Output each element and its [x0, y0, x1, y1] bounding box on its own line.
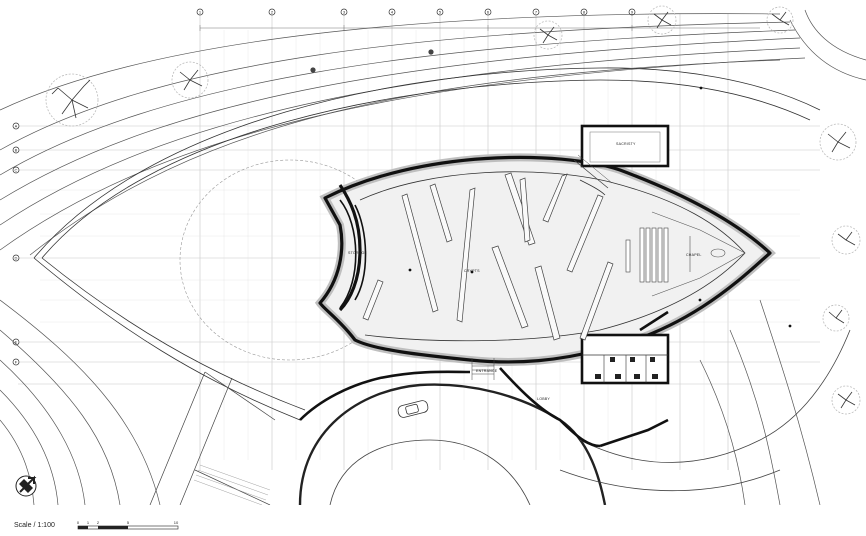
room-label-entrance: ENTRANCE — [476, 369, 498, 373]
tree-icon — [819, 123, 857, 161]
svg-text:C: C — [15, 167, 18, 172]
driveway-inner — [329, 329, 851, 505]
site-contours — [0, 9, 866, 505]
tree-icon — [45, 73, 99, 127]
scale-label: Scale / 1:100 — [14, 522, 55, 529]
scale-ruler: 0 1 2 5 10 — [77, 520, 179, 530]
tree-icon — [766, 6, 794, 34]
north-arrow-icon — [15, 475, 37, 497]
site-markers — [310, 49, 434, 73]
svg-text:A: A — [15, 123, 18, 128]
svg-text:D: D — [15, 255, 18, 260]
svg-text:5: 5 — [439, 9, 442, 14]
building-halo — [314, 153, 776, 366]
grid-row-labels: A B C D E F — [15, 123, 18, 364]
lobby-wall — [499, 310, 669, 448]
grid-row-markers — [12, 122, 20, 366]
tree-icon — [533, 20, 563, 50]
svg-text:3: 3 — [343, 9, 346, 14]
svg-text:F: F — [15, 359, 18, 364]
tree-icon — [822, 304, 850, 332]
svg-text:8: 8 — [583, 9, 586, 14]
level-markers — [408, 86, 792, 328]
scale-tick: 2 — [97, 520, 100, 525]
crypt-niches — [362, 172, 614, 341]
chapel-pews — [625, 227, 669, 283]
room-label-storage: STORAGE — [348, 251, 367, 255]
walkway — [149, 371, 276, 505]
tree-icon — [647, 5, 677, 35]
svg-text:7: 7 — [535, 9, 538, 14]
west-wall — [299, 370, 471, 421]
svg-text:B: B — [15, 147, 18, 152]
sacristy-annex — [580, 124, 670, 168]
svg-text:9: 9 — [631, 9, 634, 14]
room-labels: STORAGE CRYPTS CHAPEL SACRISTY ENTRANCE … — [348, 142, 702, 401]
scale-ticks: 0 1 2 5 10 — [77, 520, 179, 525]
scale-tick: 5 — [127, 520, 130, 525]
scale-tick: 1 — [87, 520, 90, 525]
svg-text:E: E — [15, 339, 18, 344]
svg-text:4: 4 — [391, 9, 394, 14]
svg-text:1: 1 — [199, 9, 202, 14]
room-label-sacristy: SACRISTY — [616, 142, 636, 146]
driveway — [298, 383, 607, 505]
toilets-block — [580, 333, 670, 385]
altar — [651, 211, 746, 297]
tree-icon — [171, 61, 209, 99]
paving-hatch — [193, 464, 271, 505]
svg-text:6: 6 — [487, 9, 490, 14]
sacristy-annex-inner — [589, 131, 661, 163]
scale-tick: 0 — [77, 520, 80, 525]
room-label-lobby: LOBBY — [537, 397, 550, 401]
grid-column-labels: 1 2 3 4 5 6 7 8 9 — [199, 9, 634, 14]
scale-tick: 10 — [174, 520, 179, 525]
tree-icon — [831, 225, 861, 255]
storage-walls — [339, 199, 367, 309]
room-label-crypts: CRYPTS — [464, 269, 480, 273]
dimension-line — [199, 25, 760, 31]
svg-text:2: 2 — [271, 9, 274, 14]
car-icon — [397, 400, 429, 418]
tree-icon — [831, 385, 861, 415]
entrance-steps — [471, 154, 613, 380]
room-label-chapel: CHAPEL — [686, 253, 702, 257]
grid-column-markers — [196, 8, 636, 16]
site-floor-plan: 1 2 3 4 5 6 7 8 9 A B C D E F — [0, 5, 866, 505]
tree-icons — [45, 5, 861, 415]
landscape-plaza — [33, 67, 821, 421]
